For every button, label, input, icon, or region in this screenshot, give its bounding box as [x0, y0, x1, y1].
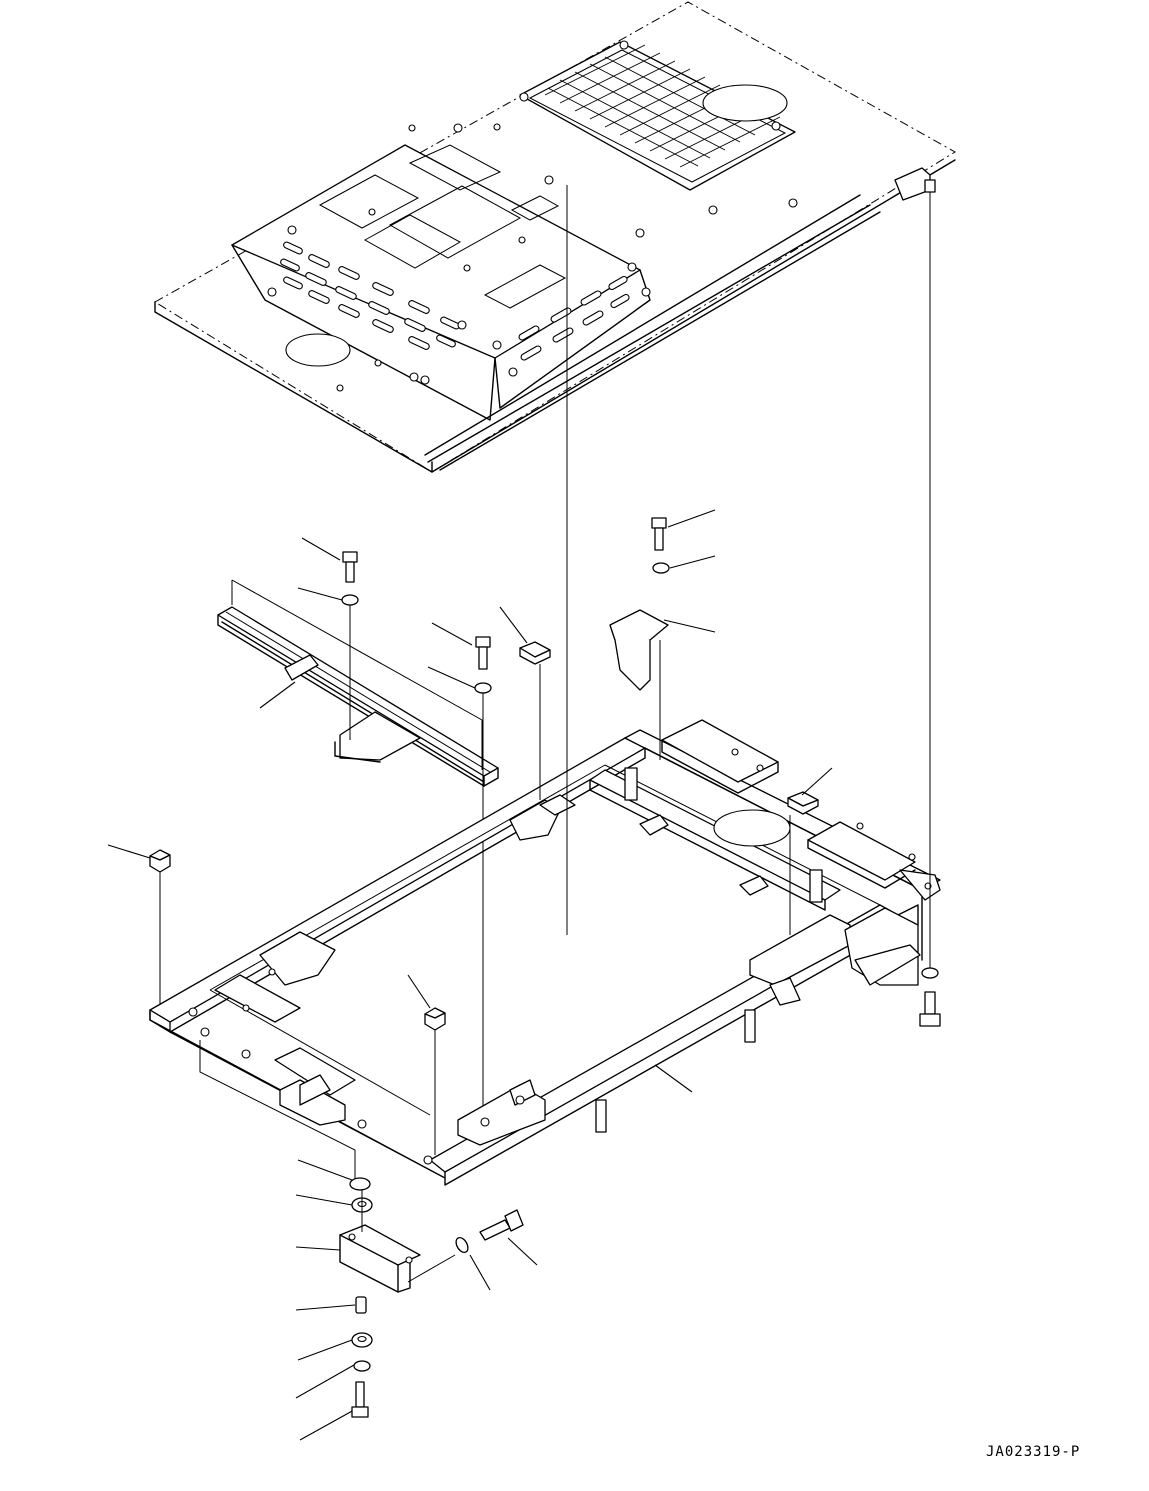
frame-bolts: [188, 748, 932, 1165]
frame-leader: [654, 1064, 693, 1093]
floor-plate-assembly: [154, 1, 956, 473]
rear-rail: [217, 579, 499, 787]
main-frame: [149, 719, 941, 1186]
right-bracket: [609, 509, 716, 760]
rail-fasteners: [259, 537, 492, 1120]
right-bolt-stack: [919, 179, 941, 1027]
mesh-pattern: [544, 44, 781, 168]
lower-side-bolt: [455, 1209, 538, 1291]
left-louvers: [280, 241, 460, 350]
drawing-code: JA023319-P: [986, 1444, 1081, 1460]
cushion-parts: [107, 606, 833, 1155]
right-louvers: [518, 275, 630, 361]
plate-bolts: [267, 40, 798, 392]
lower-mount-stack: [295, 1159, 456, 1441]
